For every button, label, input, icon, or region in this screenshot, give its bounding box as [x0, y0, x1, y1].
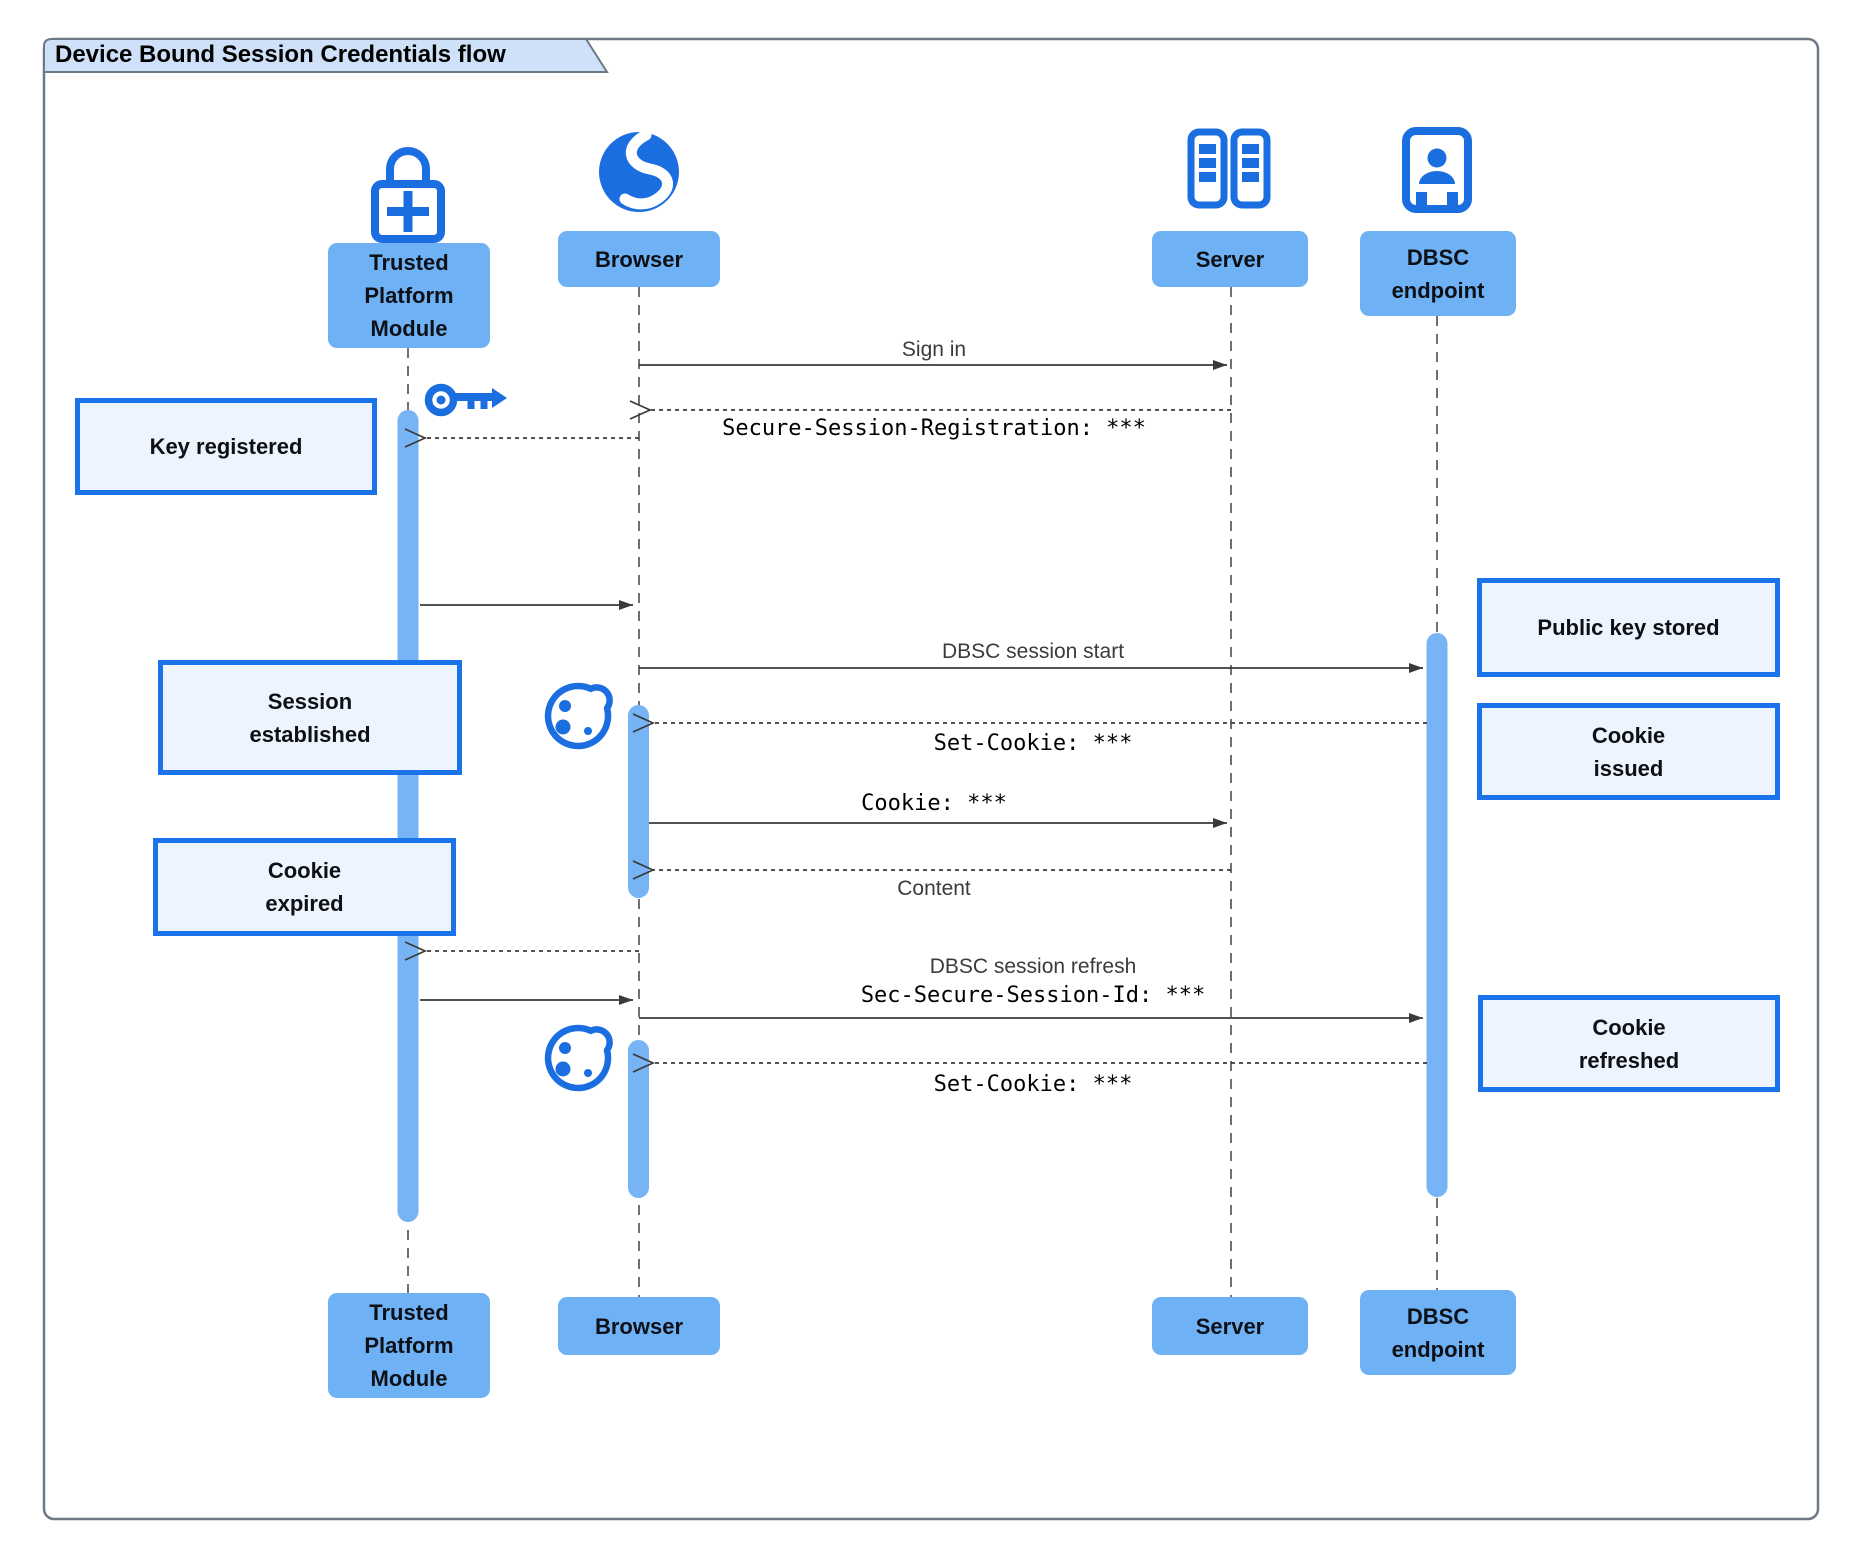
activation-tpm [397, 410, 419, 1222]
lock-plus-icon [371, 147, 445, 243]
actor-label-dbsc-top: DBSC endpoint [1360, 231, 1516, 316]
message-arrows [404, 360, 1427, 1073]
actor-label-tpm-top: Trusted Platform Module [328, 243, 490, 348]
message-label-sign-in: Sign in [901, 338, 967, 361]
note-key-registered: Key registered [75, 398, 377, 495]
message-label-sec-secure-session-id: Sec-Secure-Session-Id: *** [860, 983, 1206, 1008]
note-cookie-expired: Cookie expired [153, 838, 456, 936]
diagram-title-tab [43, 38, 609, 73]
key-icon [424, 383, 507, 417]
message-label-dbsc-session-start: DBSC session start [941, 640, 1125, 663]
note-public-key-stored: Public key stored [1477, 578, 1780, 677]
message-label-dbsc-session-refresh: DBSC session refresh [929, 955, 1137, 978]
message-label-secure-session-registration: Secure-Session-Registration: *** [722, 416, 1146, 441]
cookie-icon [544, 682, 613, 750]
actor-label-browser-top: Browser [558, 231, 720, 287]
diagram-frame [42, 37, 1820, 1521]
actor-label-server-bottom: Server [1152, 1297, 1308, 1355]
activation-browser-1 [628, 705, 649, 898]
actor-label-dbsc-bottom: DBSC endpoint [1360, 1290, 1516, 1375]
cookie-icon [544, 1024, 613, 1092]
actor-label-server-top: Server [1152, 231, 1308, 287]
actor-label-tpm-bottom: Trusted Platform Module [328, 1293, 490, 1398]
message-label-set-cookie-1: Set-Cookie: *** [933, 731, 1133, 756]
actor-label-browser-bottom: Browser [558, 1297, 720, 1355]
note-cookie-issued: Cookie issued [1477, 703, 1780, 800]
activation-browser-2 [628, 1040, 649, 1198]
globe-icon [599, 129, 679, 212]
server-icon [1187, 128, 1271, 209]
note-session-established: Session established [158, 660, 462, 775]
note-cookie-refreshed: Cookie refreshed [1478, 995, 1780, 1092]
page-title: Device Bound Session Credentials flow [55, 41, 506, 68]
activation-dbsc [1426, 633, 1448, 1197]
activation-bars [397, 410, 1448, 1222]
person-badge-icon [1402, 127, 1472, 213]
message-label-cookie: Cookie: *** [861, 791, 1007, 816]
message-label-set-cookie-2: Set-Cookie: *** [933, 1072, 1133, 1097]
message-label-content: Content [897, 877, 971, 900]
